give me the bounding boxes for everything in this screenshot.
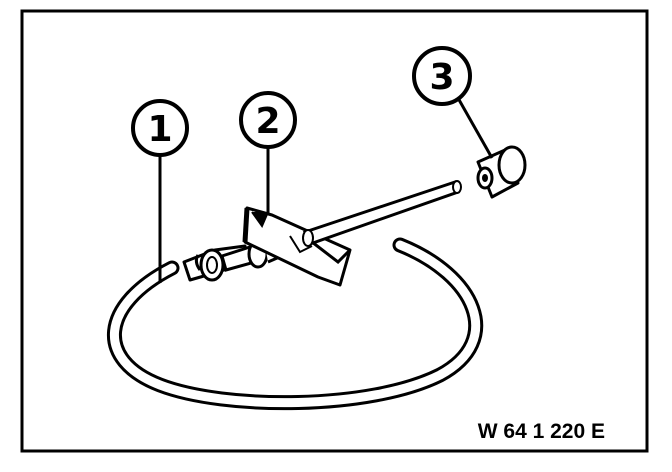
leader-line-3 <box>456 97 494 159</box>
figure-code: W 64 1 220 E <box>478 420 605 443</box>
callout-circle-2 <box>239 91 297 149</box>
callout-circle-1 <box>131 99 189 157</box>
rod <box>302 180 462 247</box>
callout-label-1: 1 <box>147 109 172 150</box>
callout-2: 2 <box>239 91 297 214</box>
callout-circle-3 <box>412 46 472 106</box>
hose-part <box>106 237 484 411</box>
callout-label-2: 2 <box>255 101 280 142</box>
end-cap-part <box>476 145 527 199</box>
callout-label-3: 3 <box>429 57 454 98</box>
callout-3: 3 <box>412 46 494 159</box>
bracket-part <box>242 206 352 287</box>
callout-1: 1 <box>131 99 189 283</box>
